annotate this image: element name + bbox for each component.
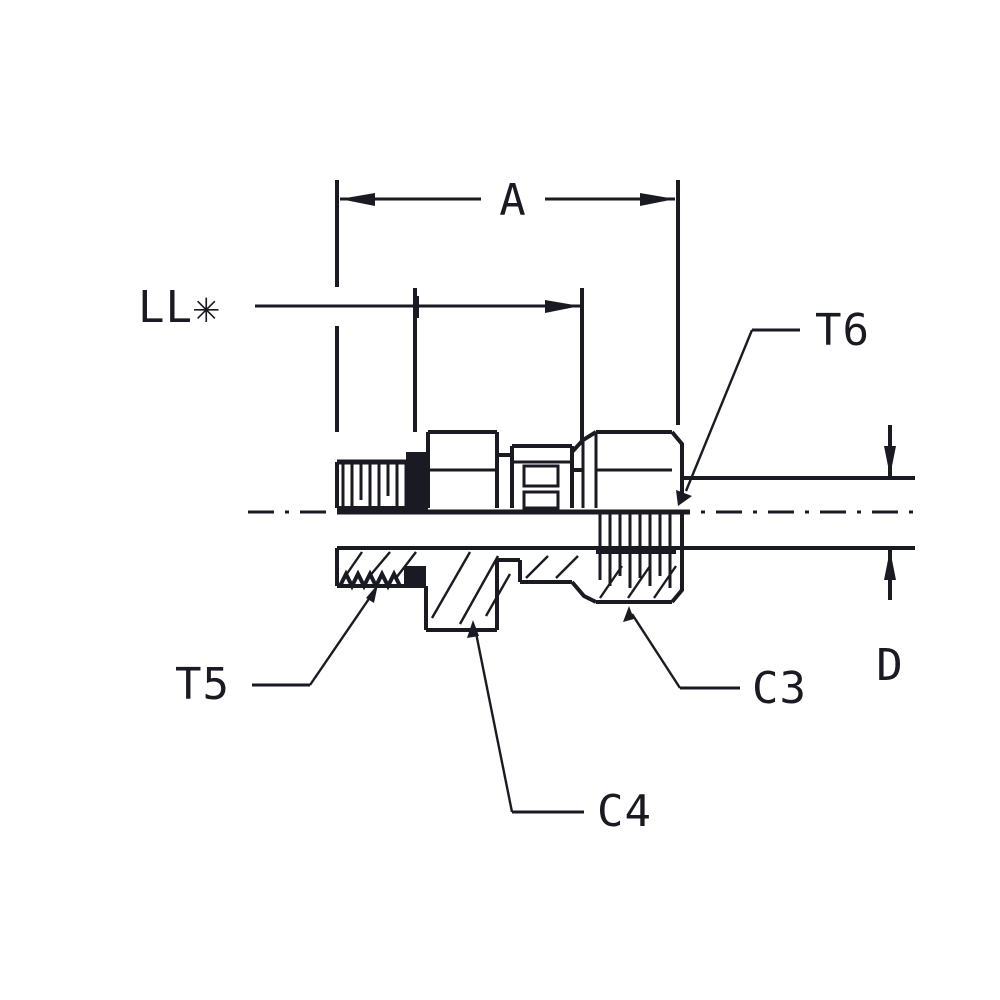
dimension-ll-group: LL✳ — [138, 282, 584, 442]
callout-c3-label: C3 — [752, 663, 807, 714]
dimension-d-group: D — [876, 425, 904, 691]
callout-c3-leader-diagonal — [630, 613, 682, 689]
coupling-right-chamfer — [670, 430, 684, 498]
dimension-a-group: A — [335, 175, 680, 432]
section-hatch-collar-lower — [525, 555, 579, 579]
callout-t6-leader-diagonal — [684, 329, 754, 492]
callout-c4-arrowhead — [467, 620, 479, 638]
section-detail-rect-2 — [522, 490, 560, 510]
dimension-a-arrowhead-left — [340, 193, 375, 206]
callout-c4-label: C4 — [597, 786, 652, 837]
oring-seal-upper — [406, 452, 428, 510]
dimension-d-arrowhead-lower — [884, 550, 896, 580]
callout-t5-group: T5 — [175, 584, 378, 710]
section-hatch-left — [343, 551, 417, 579]
dimension-a-label: A — [499, 175, 527, 226]
dimension-ll-label: LL✳ — [138, 282, 220, 333]
callout-t6-label: T6 — [815, 305, 870, 356]
callout-t6-group: T6 — [684, 305, 870, 492]
thread-teeth-left — [341, 464, 408, 508]
fitting-bore-midsection — [337, 509, 915, 550]
dimension-a-arrowhead-right — [640, 193, 675, 206]
coupling-lower-chamfer — [570, 580, 597, 604]
t6-leader-terminator — [676, 490, 692, 506]
dimension-ll-arrowhead-right — [545, 300, 580, 313]
section-hatch-coupling-lower — [599, 565, 677, 599]
callout-c3-arrowhead — [623, 606, 634, 622]
callout-t5-label: T5 — [175, 659, 230, 710]
callout-t5-arrowhead — [366, 584, 378, 603]
coupling-lower-right-edge — [670, 512, 684, 604]
dimension-d-label: D — [876, 640, 904, 691]
callout-c3-group: C3 — [623, 606, 807, 714]
callout-c4-group: C4 — [467, 620, 652, 837]
oring-seal-lower — [404, 566, 426, 588]
section-detail-rect-1 — [522, 464, 560, 488]
fitting-body-lower — [335, 512, 684, 632]
callout-t5-leader-diagonal — [309, 589, 376, 686]
callout-c4-leader-diagonal — [473, 627, 514, 813]
fitting-body-upper — [335, 430, 915, 510]
dimension-d-arrowhead-upper — [884, 446, 896, 476]
section-hatch-hex-lower — [430, 551, 512, 625]
